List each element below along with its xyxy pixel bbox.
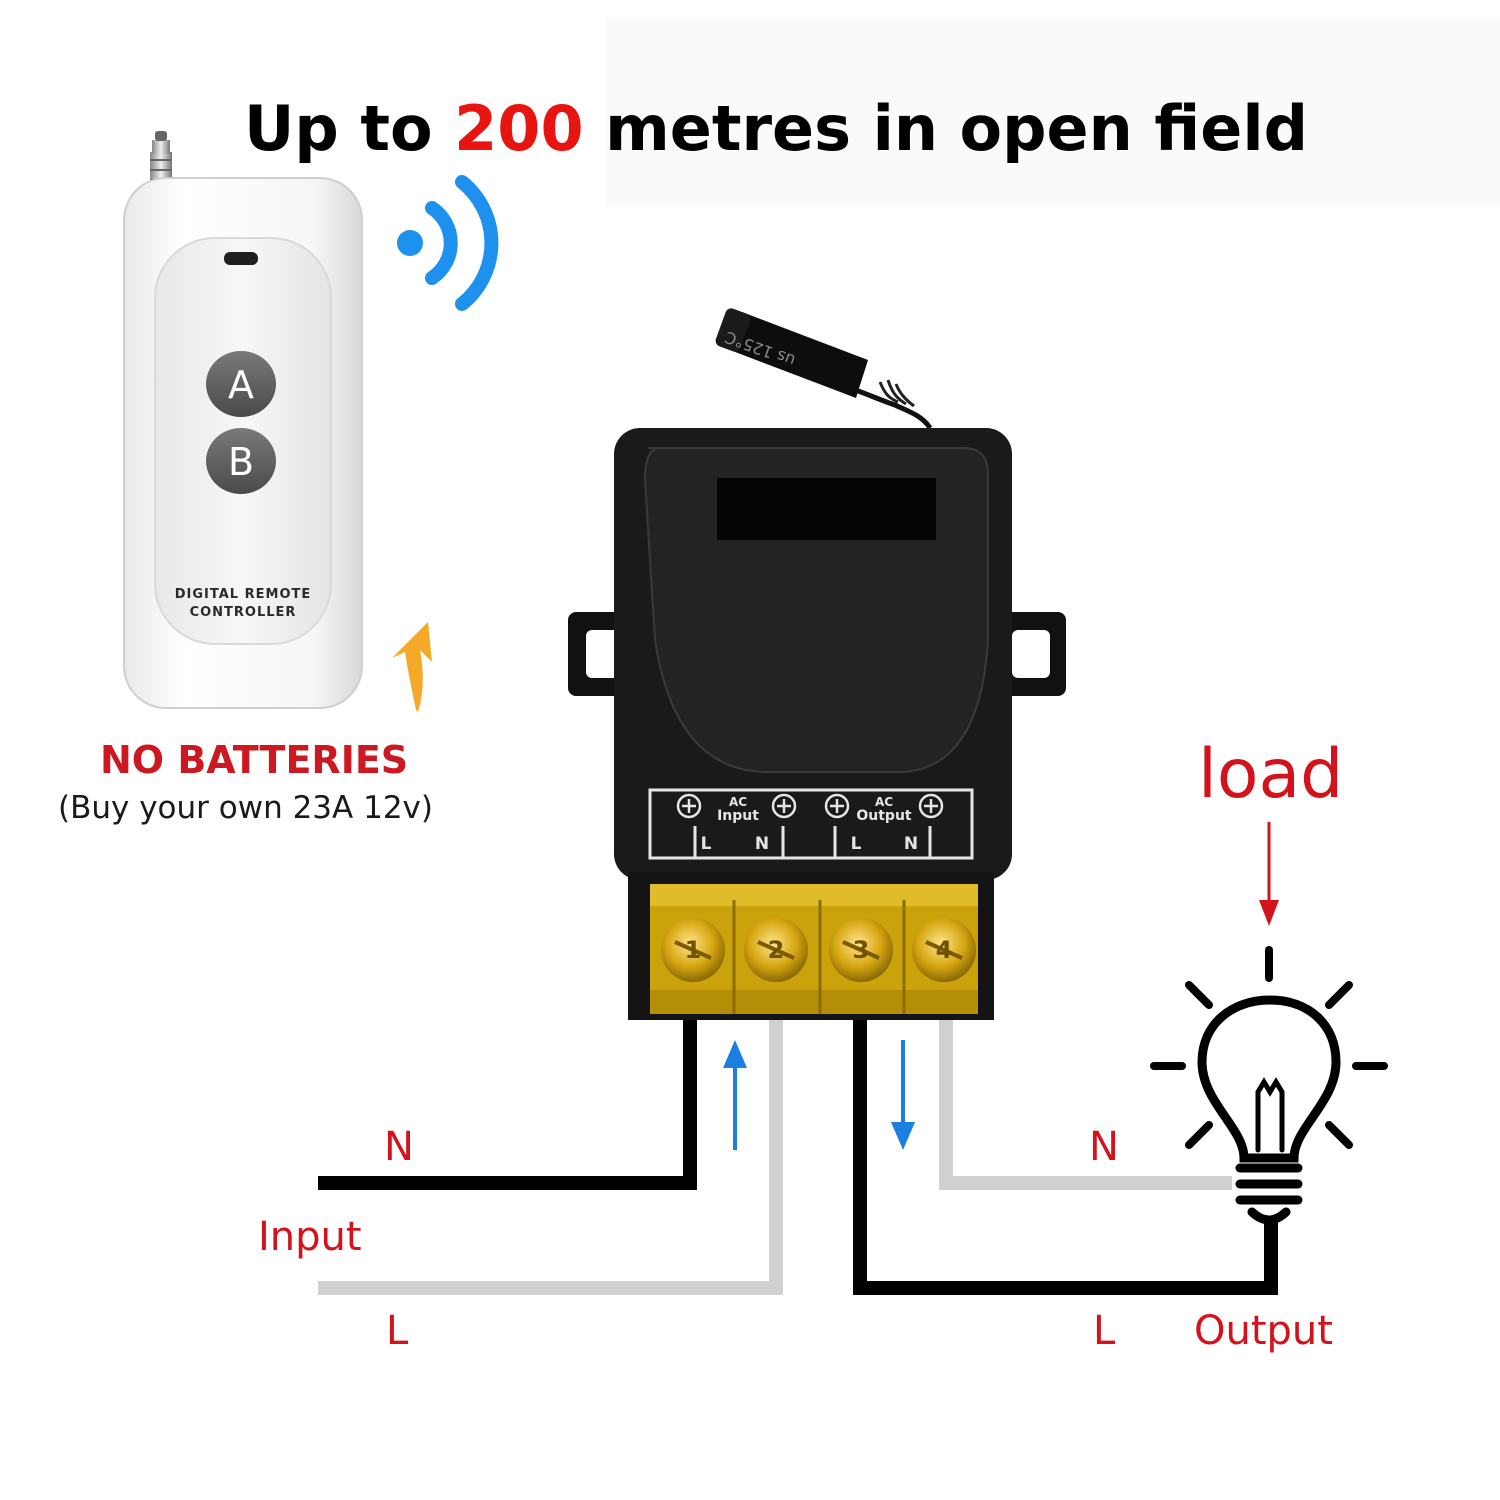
no-batteries-title: NO BATTERIES — [100, 738, 409, 782]
relay-module: us 125°C AC — [568, 308, 1066, 1020]
load-arrow — [1259, 822, 1279, 926]
remote-label-line2: CONTROLLER — [190, 605, 297, 620]
load-label: load — [1198, 735, 1344, 814]
terminal-4-label: 4 — [936, 936, 953, 964]
terminal-3-label: 3 — [853, 936, 870, 964]
remote-button-b-label: B — [228, 440, 254, 484]
module-window — [717, 478, 936, 540]
headline-suffix: metres in open field — [583, 92, 1308, 165]
input-neutral-wire — [318, 1020, 697, 1190]
terminal-block: 1 2 3 4 — [628, 872, 994, 1020]
mounting-ear-right — [996, 612, 1066, 696]
headline-prefix: Up to — [244, 92, 455, 165]
remote-control: A B DIGITAL REMOTE CONTROLLER — [123, 131, 363, 709]
output-l-label: L — [851, 834, 862, 854]
input-flow-arrow — [723, 1040, 747, 1150]
antenna-plug: us 125°C — [715, 308, 933, 430]
output-neutral-wire — [939, 1020, 1232, 1190]
remote-button-a-label: A — [228, 363, 254, 407]
headline-highlight: 200 — [454, 92, 584, 165]
input-l-wire-label: L — [386, 1308, 409, 1354]
input-l-label: L — [701, 834, 712, 854]
light-bulb-icon — [1150, 946, 1388, 1225]
output-group-label: Output — [856, 808, 912, 824]
input-ac-label: AC — [729, 795, 747, 809]
output-n-wire-label: N — [1089, 1124, 1119, 1170]
remote-led — [224, 252, 258, 265]
battery-detail: (Buy your own 23A 12v) — [58, 790, 433, 826]
output-l-wire-label: L — [1093, 1308, 1116, 1354]
wireless-signal-icon — [397, 175, 499, 311]
terminal-screw-3: 3 — [829, 918, 893, 982]
input-group-label: Input — [717, 808, 759, 824]
output-label: Output — [1194, 1308, 1333, 1354]
terminal-1-label: 1 — [685, 936, 702, 964]
headline: Up to 200 metres in open field — [0, 92, 1500, 165]
remote-button-b: B — [206, 428, 276, 494]
terminal-label-strip: AC Input AC Output L N L N — [648, 788, 974, 860]
output-n-label: N — [904, 834, 918, 854]
output-live-wire — [853, 1020, 1278, 1295]
curved-arrow-icon — [392, 622, 432, 712]
output-ac-label: AC — [875, 795, 893, 809]
input-n-wire-label: N — [384, 1124, 414, 1170]
headline-background — [606, 18, 1500, 206]
input-n-label: N — [755, 834, 769, 854]
remote-label-line1: DIGITAL REMOTE — [175, 587, 312, 602]
remote-button-a: A — [206, 351, 276, 417]
output-flow-arrow — [891, 1040, 915, 1150]
terminal-screw-2: 2 — [744, 918, 808, 982]
terminal-screw-4: 4 — [912, 918, 976, 982]
input-live-wire — [318, 1020, 783, 1295]
terminal-screw-1: 1 — [661, 918, 725, 982]
input-label: Input — [258, 1214, 362, 1260]
terminal-2-label: 2 — [768, 936, 785, 964]
